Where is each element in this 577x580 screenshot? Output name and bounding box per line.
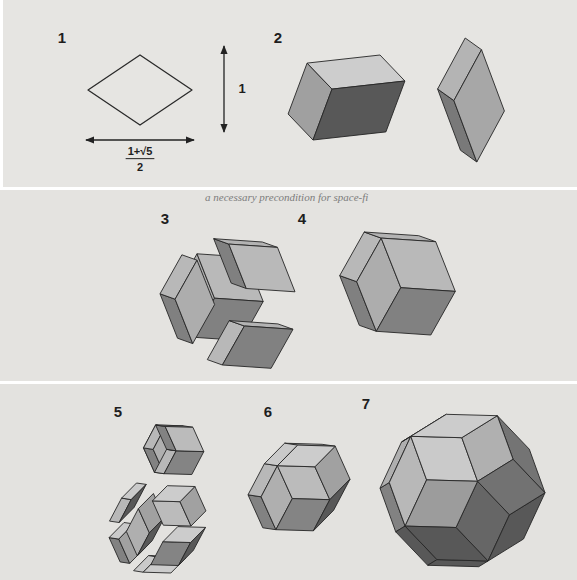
- show-through-text: a necessary precondition for space-fi: [205, 191, 368, 204]
- callout-number: 5: [114, 403, 122, 420]
- rhombus-face: [313, 81, 405, 140]
- fraction-bar: [126, 158, 155, 159]
- rhombus-face: [381, 238, 455, 291]
- rhombus-face: [229, 244, 295, 292]
- photo-panel: [3, 0, 577, 187]
- rhombic-icosahedron: [248, 443, 350, 531]
- callout-number: 2: [274, 29, 282, 46]
- rhombus-face: [152, 486, 195, 502]
- rhombus-face: [165, 427, 204, 452]
- photo-panel: [0, 190, 577, 381]
- rhombus-face: [277, 445, 335, 467]
- rhombus-face: [313, 479, 350, 531]
- photo-panel: [0, 384, 577, 580]
- golden-rhombus: [88, 55, 192, 125]
- rhombus-face: [175, 260, 215, 343]
- rhombus-face: [454, 50, 505, 162]
- exploded-rhombohedra: [109, 425, 206, 573]
- dimension-arrow: [223, 46, 224, 132]
- rhombic-triacontahedron: [380, 414, 545, 566]
- rhombus-face: [376, 288, 455, 335]
- rhombus-face: [478, 459, 545, 515]
- callout-number: 4: [298, 210, 306, 227]
- oblate-rhombohedron: [438, 38, 505, 162]
- callout-number: 1: [58, 29, 66, 46]
- callout-number: 3: [161, 210, 169, 227]
- rhombus-face: [163, 527, 206, 543]
- dimension-denominator: 2: [137, 161, 143, 174]
- rhombus-face: [164, 451, 204, 475]
- callout-number: 6: [264, 403, 272, 420]
- exploded-rhombohedra: [160, 239, 295, 369]
- dimension-label: 1: [238, 82, 245, 97]
- prolate-rhombohedron: [288, 55, 405, 140]
- dimension-arrow: [86, 139, 194, 140]
- rhombus-face: [405, 480, 478, 528]
- rhombus-face: [411, 414, 498, 437]
- rhombus-face: [405, 526, 488, 561]
- dimension-numerator: 1+√5: [128, 145, 153, 158]
- callout-number: 7: [362, 395, 370, 412]
- rhombic-dodecahedron: [340, 232, 456, 335]
- rhombus-face: [222, 326, 293, 368]
